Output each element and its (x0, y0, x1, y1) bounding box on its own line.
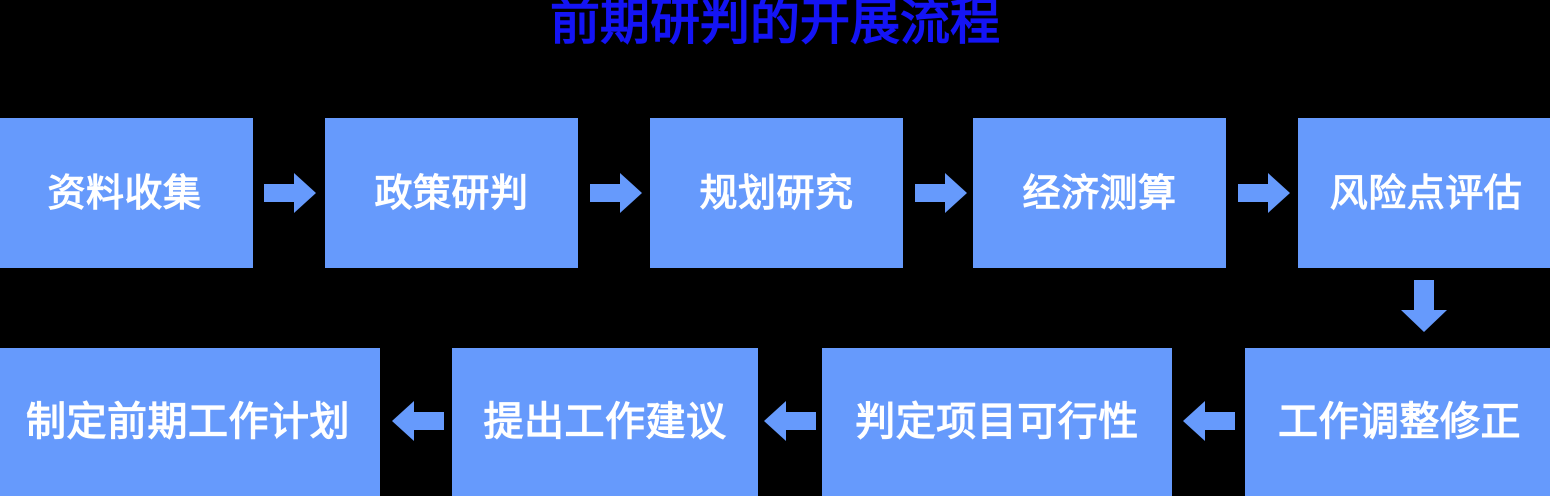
arrow-right-icon-1 (264, 172, 316, 214)
flow-node-label: 资料收集 (47, 171, 202, 215)
arrow-right-icon-2 (590, 172, 642, 214)
flow-node-label: 经济测算 (1022, 171, 1177, 215)
arrow-left-icon-3 (1181, 400, 1235, 442)
flow-node-guihua-yanjiu[interactable]: 规划研究 (650, 118, 903, 268)
flow-node-label: 判定项目可行性 (855, 399, 1139, 445)
arrow-right-icon-4 (1238, 172, 1290, 214)
flow-node-gongzuo-tiaozheng-xiuzheng[interactable]: 工作调整修正 (1245, 348, 1550, 496)
flow-node-panding-xiangmu-kexingxing[interactable]: 判定项目可行性 (822, 348, 1172, 496)
flow-node-ziliao-shouji[interactable]: 资料收集 (0, 118, 253, 268)
flow-node-fengxiandian-pinggu[interactable]: 风险点评估 (1298, 118, 1550, 268)
arrow-left-icon-2 (762, 400, 816, 442)
page-title: 前期研判的开展流程 (550, 0, 1000, 51)
flow-node-jingji-cesuan[interactable]: 经济测算 (973, 118, 1226, 268)
flow-node-zhengce-yanpan[interactable]: 政策研判 (325, 118, 578, 268)
arrow-left-icon-1 (390, 400, 444, 442)
flow-node-label: 规划研究 (699, 171, 854, 215)
flow-node-label: 工作调整修正 (1278, 399, 1521, 445)
flow-node-label: 制定前期工作计划 (26, 399, 350, 445)
flow-node-label: 政策研判 (374, 171, 529, 215)
flow-node-zhiding-qianqi-gongzuo-jihua[interactable]: 制定前期工作计划 (0, 348, 380, 496)
arrow-right-icon-3 (915, 172, 967, 214)
flow-node-tichu-gongzuo-jianyi[interactable]: 提出工作建议 (452, 348, 758, 496)
flow-node-label: 提出工作建议 (483, 399, 727, 445)
arrow-down-icon-1 (1400, 280, 1448, 332)
flow-node-label: 风险点评估 (1329, 171, 1523, 215)
